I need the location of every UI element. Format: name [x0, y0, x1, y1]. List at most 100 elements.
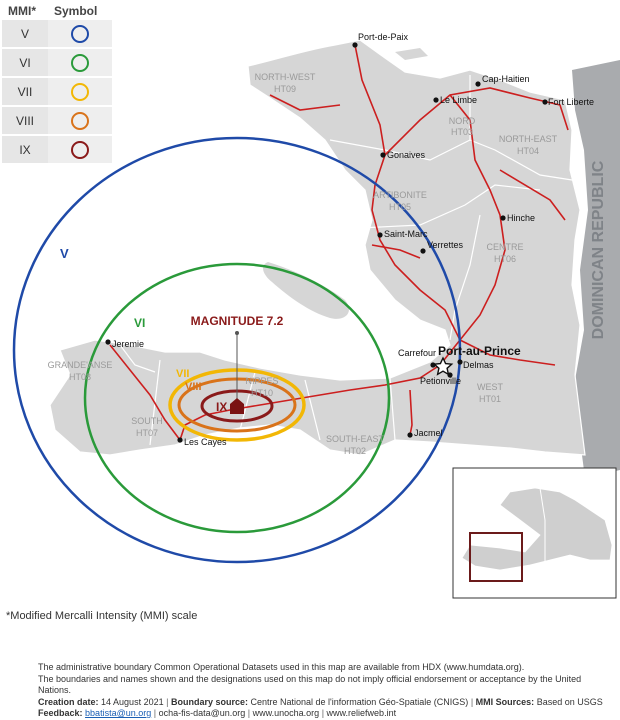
- creation-date-label: Creation date:: [38, 696, 99, 707]
- legend-row: V: [2, 20, 112, 49]
- ring-label-vii: VII: [176, 368, 189, 380]
- city-label-port-de-paix: Port-de-Paix: [358, 32, 409, 42]
- mmi-ring-icon: [71, 111, 89, 130]
- city-label-verrettes: Verrettes: [427, 240, 464, 250]
- epicenter-icon: [230, 398, 244, 414]
- city-label-cap-haitien: Cap-Haitien: [482, 74, 530, 84]
- legend-level: VII: [2, 77, 48, 107]
- ring-label-ix: IX: [216, 400, 227, 414]
- city-marker-saint-marc: [377, 232, 383, 238]
- neighbor-country-label: DOMINICAN REPUBLIC: [590, 160, 607, 339]
- city-marker-cap-haitien: [475, 81, 481, 87]
- city-label-jeremie: Jeremie: [112, 339, 144, 349]
- city-marker-fort-liberte: [542, 99, 548, 105]
- ocha-email-link[interactable]: ocha-fis-data@un.org: [158, 708, 246, 718]
- mmi-ring-icon: [71, 140, 89, 159]
- intensity-rings: [12, 136, 462, 564]
- dept-label-grande-anse: GRANDE'ANSE: [48, 360, 113, 370]
- dept-code-centre: HT06: [494, 254, 516, 264]
- city-label-fort-liberte: Fort Liberte: [548, 97, 594, 107]
- creation-date-value: 14 August 2021: [101, 696, 164, 707]
- ring-label-v: V: [60, 246, 69, 261]
- dept-code-north-west: HT09: [274, 84, 296, 94]
- dept-code-north-east: HT04: [517, 146, 539, 156]
- dept-label-north-west: NORTH-WEST: [255, 72, 316, 82]
- capital-star-icon: [432, 356, 454, 376]
- dept-label-south-east: SOUTH-EAST: [326, 434, 385, 444]
- city-marker-jacmel: [407, 432, 413, 438]
- legend-symbol: [48, 106, 112, 136]
- city-label-le-limbe: Le Limbe: [440, 95, 477, 105]
- city-label-les-cayes: Les Cayes: [184, 437, 227, 447]
- tortuga-island-shape: [395, 48, 428, 60]
- dept-code-nippes: HT10: [251, 388, 273, 398]
- city-marker-delmas: [457, 359, 463, 365]
- haiti-earthquake-map: DOMINICAN REPUBLIC: [12, 32, 620, 599]
- legend-symbol: [48, 135, 112, 165]
- dept-label-west: WEST: [477, 382, 504, 392]
- dept-label-centre: CENTRE: [486, 242, 523, 252]
- city-marker-verrettes: [420, 248, 426, 254]
- city-marker-le-limbe: [433, 97, 439, 103]
- inset-extent-box: [469, 532, 523, 582]
- legend-row: VII: [2, 77, 112, 107]
- city-label-hinche: Hinche: [507, 213, 535, 223]
- mmi-footnote: *Modified Mercalli Intensity (MMI) scale: [6, 610, 198, 622]
- inset-map: [452, 467, 617, 599]
- mmi-sources-label: MMI Sources:: [475, 696, 535, 707]
- footer-line-sources: Creation date: 14 August 2021 | Boundary…: [38, 696, 603, 707]
- city-marker-gonaives: [380, 152, 386, 158]
- boundary-source-label: Boundary source:: [170, 696, 248, 707]
- mmi-vi-ring: [83, 262, 391, 534]
- footer-line-hdx: The administrative boundary Common Opera…: [38, 662, 525, 672]
- legend-symbol: [48, 20, 112, 49]
- feedback-email-link[interactable]: bbatista@un.org: [85, 708, 152, 718]
- reliefweb-web-link[interactable]: www.reliefweb.int: [326, 708, 397, 718]
- dominican-republic-shape: [572, 60, 620, 478]
- dept-code-artibonite: HT05: [389, 202, 411, 212]
- legend-header-mmi: MMI*: [8, 4, 36, 18]
- mmi-ring-icon: [71, 24, 89, 43]
- city-label-petionville: Petionville: [420, 376, 461, 386]
- feedback-label: Feedback:: [38, 708, 83, 718]
- legend-level: VIII: [2, 106, 48, 136]
- city-label-port-au-prince: Port-au-Prince: [438, 344, 521, 358]
- legend-header-symbol: Symbol: [54, 4, 98, 18]
- map-footer: The administrative boundary Common Opera…: [38, 662, 616, 720]
- dept-code-west: HT01: [479, 394, 501, 404]
- city-marker-port-de-paix: [352, 42, 358, 48]
- city-marker-les-cayes: [177, 437, 183, 443]
- unocha-web-link[interactable]: www.unocha.org: [252, 708, 320, 718]
- city-marker-jeremie: [105, 339, 111, 345]
- boundary-source-value: Centre National de l'information Géo-Spa…: [250, 696, 469, 707]
- legend-level: IX: [2, 135, 48, 165]
- gonave-island-shape: [263, 262, 350, 319]
- legend-level: V: [2, 20, 48, 49]
- legend-symbol: [48, 77, 112, 107]
- dept-label-nippes: NIPPES: [245, 376, 278, 386]
- city-label-delmas: Delmas: [463, 360, 494, 370]
- ring-label-viii: VIII: [185, 381, 202, 393]
- mmi-legend: MMI* Symbol V VI VII VIII IX: [2, 2, 112, 165]
- dept-code-nord: HT03: [451, 127, 473, 137]
- city-marker-hinche: [500, 215, 506, 221]
- legend-row: VIII: [2, 106, 112, 136]
- dept-label-south: SOUTH: [131, 416, 163, 426]
- road-network: [109, 44, 569, 441]
- magnitude-leader-dot: [235, 331, 239, 335]
- dept-label-artibonite: ARTIBONITE: [373, 190, 427, 200]
- mmi-ring-icon: [71, 82, 89, 101]
- magnitude-label: MAGNITUDE 7.2: [191, 314, 284, 328]
- footer-line-feedback: Feedback: bbatista@un.org | ocha-fis-dat…: [38, 708, 397, 718]
- mmi-ring-icon: [71, 53, 89, 72]
- city-label-saint-marc: Saint-Marc: [384, 229, 428, 239]
- city-label-gonaives: Gonaives: [387, 150, 426, 160]
- legend-row: VI: [2, 48, 112, 78]
- mmi-sources-value: Based on USGS: [536, 696, 603, 707]
- dept-code-south: HT07: [136, 428, 158, 438]
- legend-symbol: [48, 48, 112, 78]
- ring-label-vi: VI: [134, 316, 145, 330]
- dept-label-nord: NORD: [449, 116, 476, 126]
- dept-label-north-east: NORTH-EAST: [499, 134, 558, 144]
- city-label-carrefour: Carrefour: [398, 348, 436, 358]
